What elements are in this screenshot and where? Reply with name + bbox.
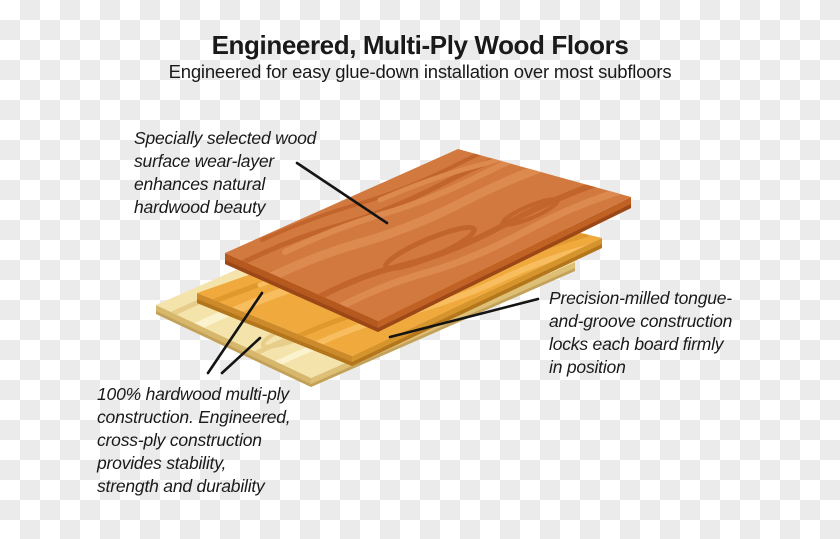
annotation-tongue-groove: Precision-milled tongue- and-groove cons… — [549, 288, 733, 377]
page-title: Engineered, Multi-Ply Wood Floors — [211, 30, 629, 60]
wear-layer-plank — [225, 149, 631, 332]
leader-line-wear-layer — [295, 161, 389, 225]
core-ply-edge-lip-right — [352, 244, 602, 366]
header: Engineered, Multi-Ply Wood Floors Engine… — [0, 30, 840, 83]
wear-layer-top-face — [225, 149, 631, 321]
page-subtitle: Engineered for easy glue-down installati… — [168, 61, 672, 83]
core-ply-edge-lip-left — [197, 299, 352, 366]
wear-layer-edge-lip-right — [378, 204, 631, 332]
leader-line-multi-ply-base — [220, 336, 262, 375]
base-ply-edge-lip-right — [311, 268, 575, 387]
leader-line-tongue-groove — [388, 297, 540, 339]
base-ply-edge-lip-left — [156, 311, 311, 387]
annotation-multi-ply: 100% hardwood multi-ply construction. En… — [97, 384, 291, 496]
annotation-wear-layer: Specially selected wood surface wear-lay… — [134, 128, 317, 217]
wear-layer-edge-lip-left — [225, 260, 378, 332]
leader-line-multi-ply-core — [206, 291, 264, 375]
